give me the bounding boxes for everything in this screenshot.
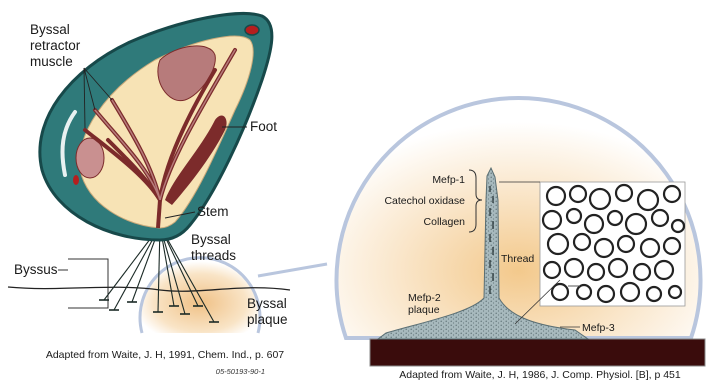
foot-label: Foot — [250, 119, 277, 134]
byssus-label: Byssus — [14, 262, 58, 277]
byssal-plaque-label-2: plaque — [247, 312, 288, 327]
foam-micrograph — [540, 182, 685, 306]
shell-spot-top — [245, 25, 259, 35]
retractor-label-2: retractor — [30, 38, 81, 53]
substrate-bar — [370, 339, 705, 366]
thread-detail-panel: Mefp-1 Catechol oxidase Collagen Thread … — [258, 98, 705, 381]
left-caption: Adapted from Waite, J. H, 1991, Chem. In… — [46, 349, 284, 361]
mefp1-label: Mefp-1 — [432, 174, 465, 186]
retractor-label-1: Byssal — [30, 22, 70, 37]
thread-label: Thread — [501, 253, 534, 265]
byssal-threads-label-2: threads — [191, 248, 236, 263]
right-caption: Adapted from Waite, J. H, 1986, J. Comp.… — [399, 369, 681, 381]
byssal-threads-label-1: Byssal — [191, 232, 231, 247]
byssal-stem — [158, 200, 160, 228]
mefp2-label: Mefp-2 — [408, 292, 441, 304]
byssal-plaque-label-1: Byssal — [247, 296, 287, 311]
shell-spot-left — [73, 175, 79, 185]
mussel-panel: Byssal retractor muscle Foot Stem Byssal… — [8, 14, 290, 376]
mefp3-label: Mefp-3 — [582, 322, 615, 334]
retractor-label-3: muscle — [30, 54, 73, 69]
catechol-oxidase-label: Catechol oxidase — [384, 195, 465, 207]
stem-label: Stem — [197, 204, 229, 219]
collagen-label: Collagen — [424, 216, 466, 228]
magnification-connector — [258, 264, 327, 276]
figure-code: 05-50193-90-1 — [216, 367, 265, 376]
mefp2-plaque-label: plaque — [408, 304, 440, 316]
